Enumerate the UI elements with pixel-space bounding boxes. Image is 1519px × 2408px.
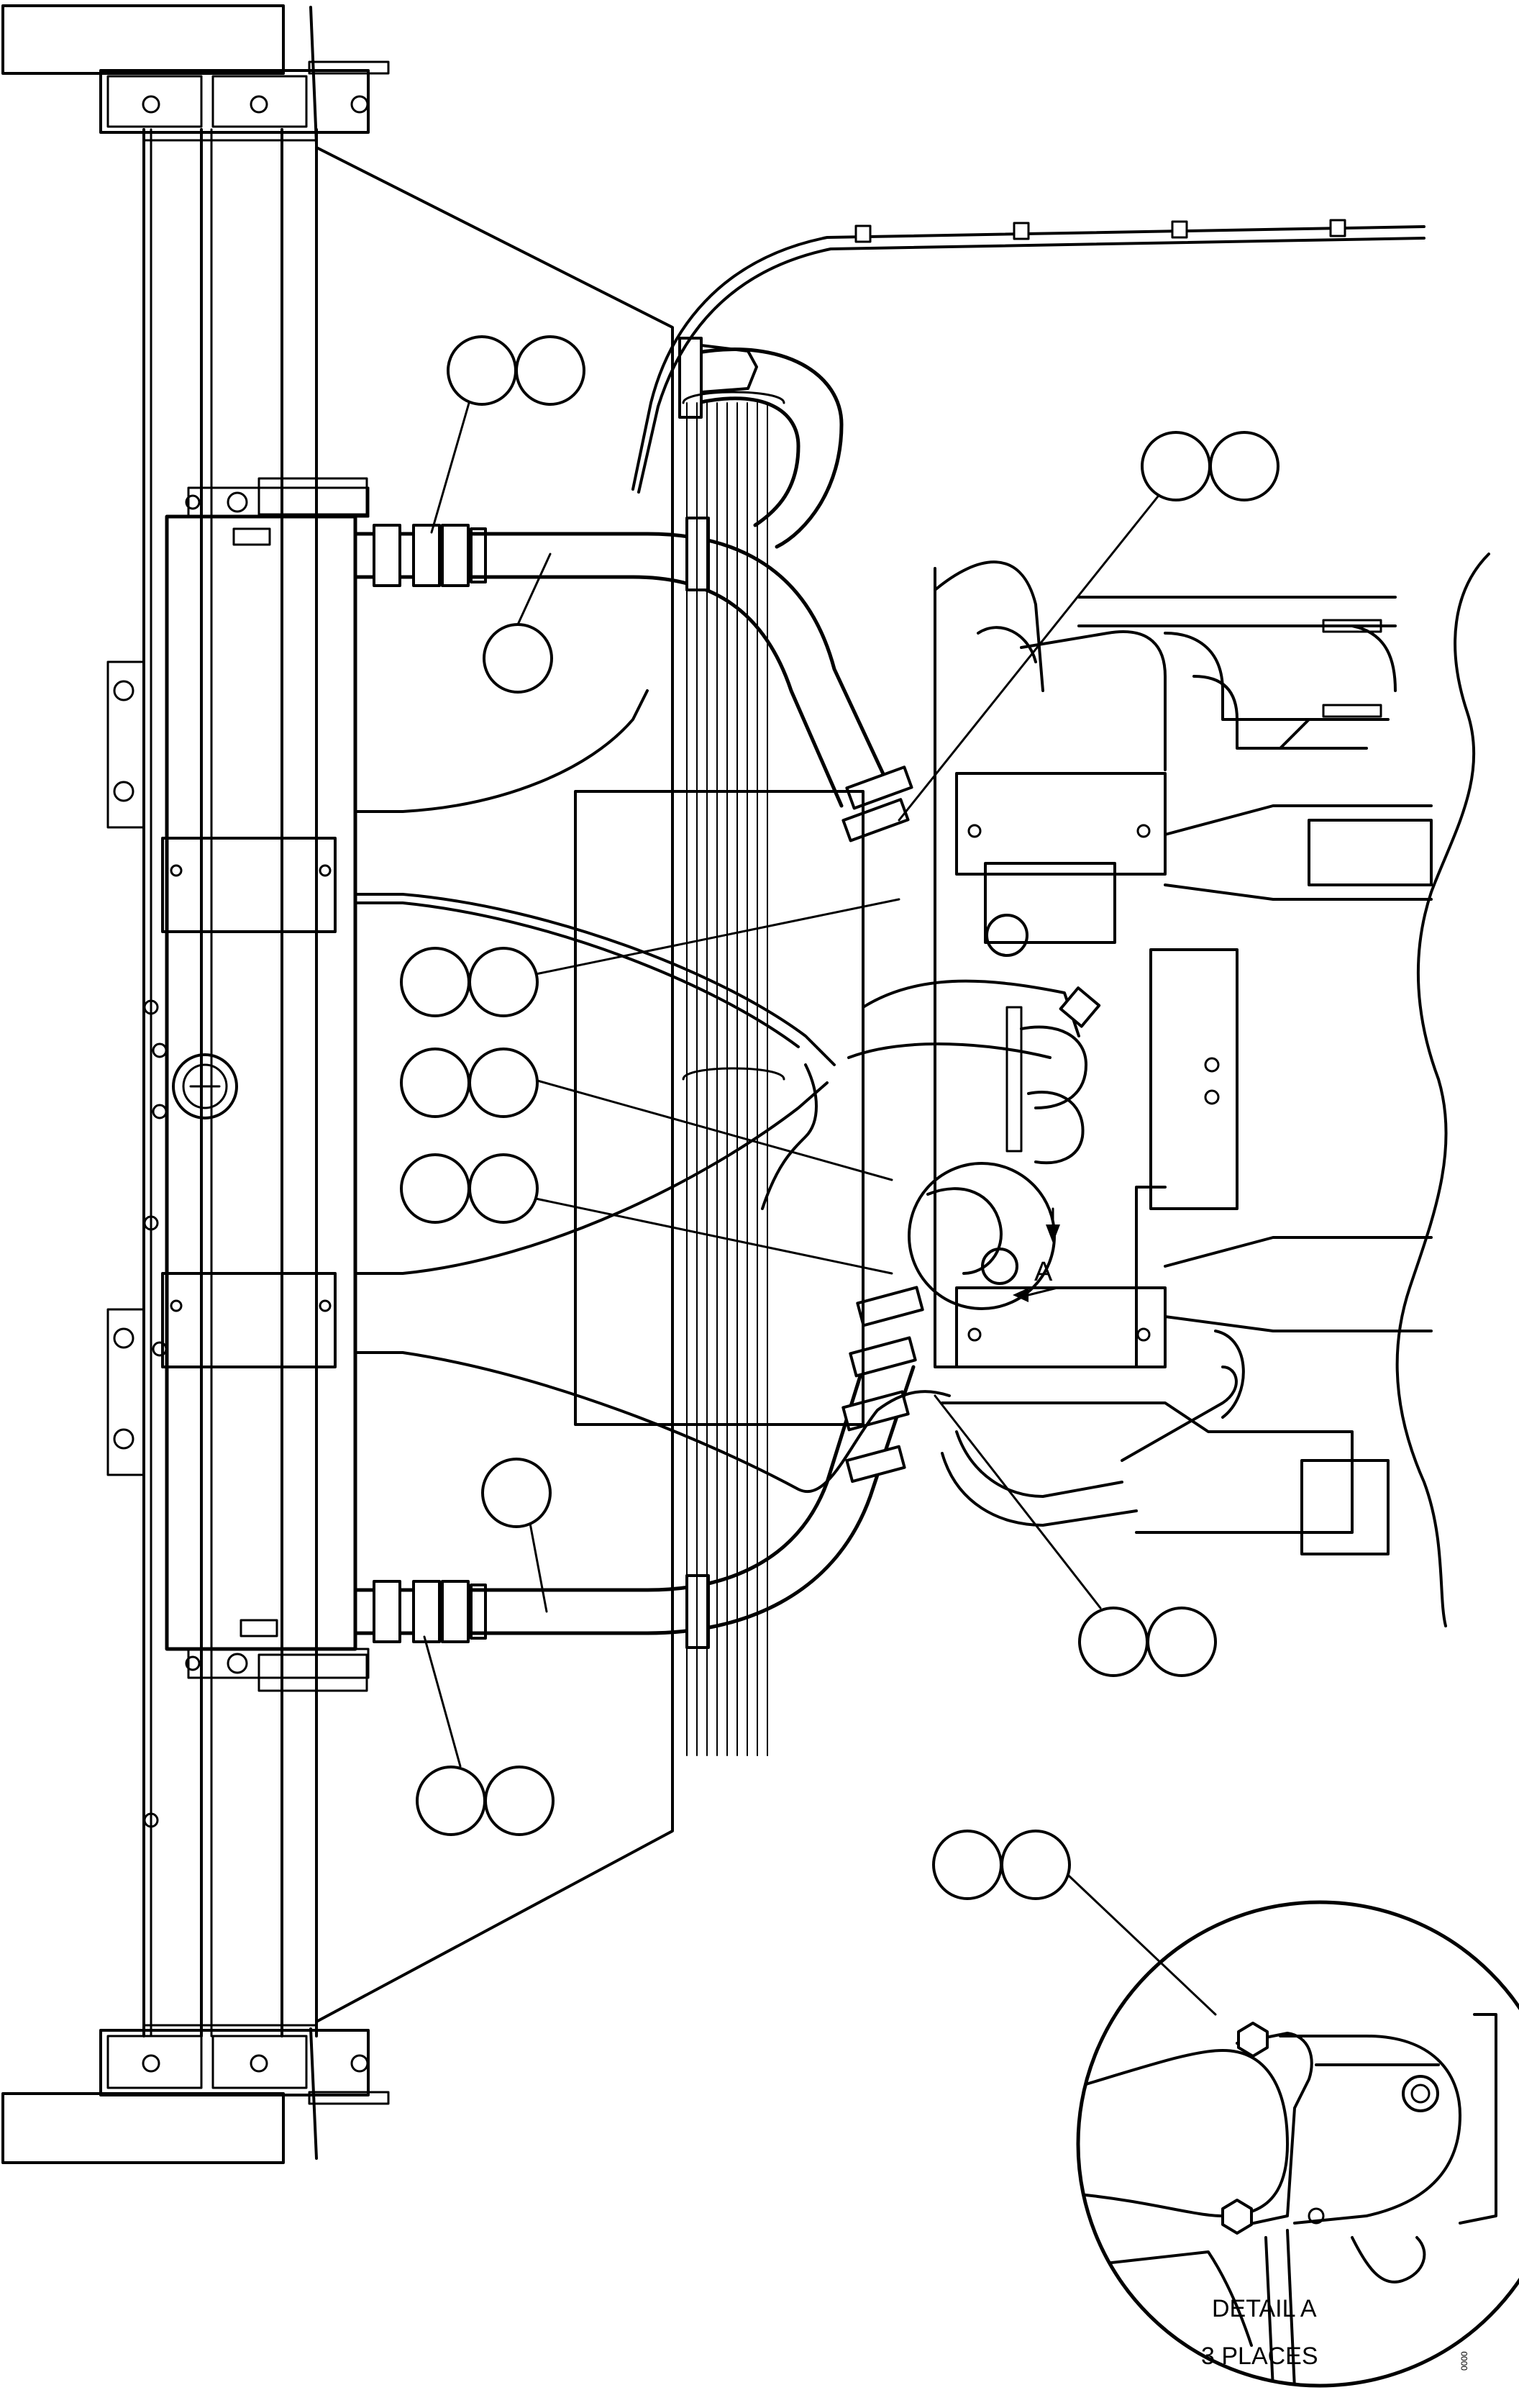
fin-bend <box>682 391 785 404</box>
engine-break-line <box>1395 553 1490 1627</box>
detail-caption-places: 3 PLACES <box>1201 2343 1318 2370</box>
balloon-pair <box>1078 1607 1217 1677</box>
air-lines <box>354 219 1426 1493</box>
balloon-single <box>483 623 553 694</box>
balloon-pair <box>400 1048 539 1118</box>
section-arrow-icon <box>1013 1288 1028 1302</box>
lower-radiator-hose <box>353 1286 924 1649</box>
balloon-pair <box>400 947 539 1017</box>
detail-a-callout: A <box>908 1162 1060 1310</box>
leader-lines <box>423 394 1217 2016</box>
radiator-tank <box>152 477 370 1692</box>
balloon-pair <box>447 335 585 406</box>
frame-rails <box>106 128 318 2037</box>
detail-caption-title: DETAIL A <box>1212 2295 1317 2322</box>
top-mount-bracket <box>1 4 390 145</box>
section-marker: A <box>1034 1257 1053 1287</box>
section-arrow-icon <box>1046 1225 1060 1243</box>
balloon-single <box>481 1458 552 1528</box>
upper-radiator-hose <box>353 337 913 842</box>
balloon-pair <box>1141 431 1279 501</box>
radiator-core <box>574 373 865 1771</box>
fin-bend <box>682 1067 785 1081</box>
bottom-mount-bracket <box>1 2027 390 2164</box>
balloon-pair <box>416 1766 555 1836</box>
engine-block <box>847 560 1433 1555</box>
balloon-pair <box>400 1153 539 1224</box>
drawing-number: 0000 <box>1459 2351 1469 2371</box>
detail-a-enlarged-view <box>1076 1900 1519 2388</box>
balloon-callouts <box>400 335 1279 1900</box>
balloon-pair <box>932 1830 1071 1900</box>
